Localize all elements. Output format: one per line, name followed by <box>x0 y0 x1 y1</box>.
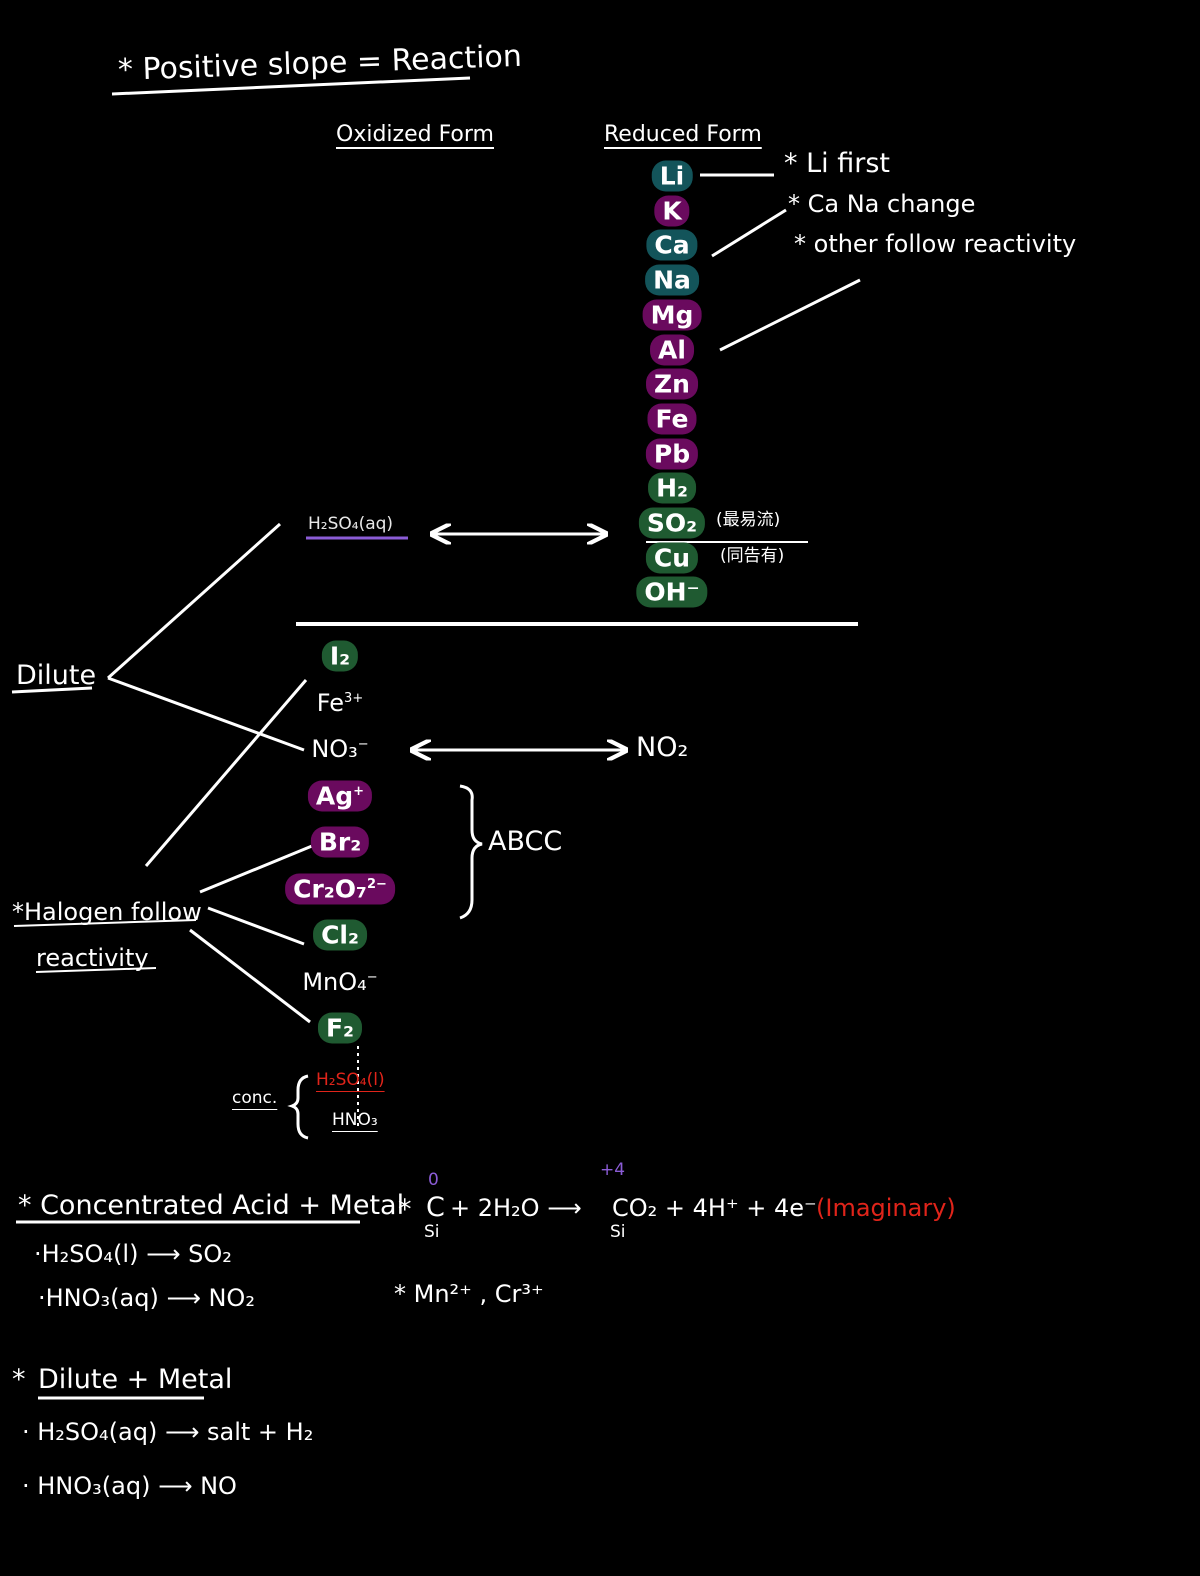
imaginary-label: (Imaginary) <box>816 1194 956 1222</box>
conc-line-h2so4: ·H₂SO₄(l) ⟶ SO₂ <box>34 1240 232 1268</box>
reduced-item-9: H₂ <box>648 472 696 504</box>
halogen-underline <box>13 919 197 927</box>
halogen-label-line2: reactivity <box>36 944 149 972</box>
oxidized-item-2: NO₃− <box>311 737 368 761</box>
halogen-line-br2 <box>199 844 313 894</box>
dilute-upper-line <box>106 522 282 680</box>
reduced-item-7: Fe <box>647 403 697 435</box>
reactivity-connector <box>719 278 861 352</box>
silicon-sub-1: Si <box>424 1222 440 1242</box>
carbon-eq-star: * <box>398 1194 412 1225</box>
reduced-form-header: Reduced Form <box>604 122 762 147</box>
h2so4-conc-label: H₂SO₄(l) <box>316 1070 385 1090</box>
carbon-eq-reactants: + 2H₂O ⟶ <box>450 1194 582 1222</box>
reduced-item-11: Cu <box>645 542 699 574</box>
oxidized-item-label: Br₂ <box>318 827 362 857</box>
silicon-sub-2: Si <box>610 1222 626 1242</box>
carbon-symbol: C <box>426 1192 445 1223</box>
note-so2: (最易流) <box>716 510 781 530</box>
oxidized-item-charge: 2− <box>366 876 387 892</box>
oxidation-state-co2: +4 <box>600 1160 626 1180</box>
halogen-line-i2 <box>144 679 308 867</box>
conc-line-hno3: ·HNO₃(aq) ⟶ NO₂ <box>38 1284 255 1312</box>
oxidized-item-8: F₂ <box>317 1012 363 1044</box>
dilute-section-star: * <box>12 1364 26 1395</box>
conc-section-title: * Concentrated Acid + Metal <box>18 1190 405 1221</box>
abcc-bracket <box>459 784 483 920</box>
dilute-lower-line <box>107 676 305 752</box>
reduced-item-0: Li <box>651 160 693 192</box>
dilute-underline <box>11 686 93 694</box>
oxidized-item-4: Br₂ <box>310 826 370 858</box>
note-other-follow-reactivity: * other follow reactivity <box>794 230 1077 258</box>
oxidized-item-charge: − <box>357 737 369 752</box>
oxidized-item-label: F₂ <box>325 1013 355 1043</box>
oxidized-item-label: Cl₂ <box>321 920 359 950</box>
halogen-line-f2 <box>189 928 311 1024</box>
ions-note: * Mn²⁺ , Cr³⁺ <box>394 1280 544 1308</box>
oxidized-item-7: MnO₄− <box>302 970 377 994</box>
dilute-label: Dilute <box>16 660 97 691</box>
oxidized-item-0: I₂ <box>321 640 359 672</box>
oxidized-item-3: Ag+ <box>307 780 373 811</box>
oxidation-state-c: 0 <box>428 1170 439 1190</box>
reduced-item-8: Pb <box>645 438 699 470</box>
ca-na-connector <box>711 208 787 258</box>
dilute-section-title: Dilute + Metal <box>38 1364 233 1395</box>
reactivity-underline <box>35 967 157 973</box>
dilute-line-hno3: · HNO₃(aq) ⟶ NO <box>22 1472 237 1500</box>
note-ca-na-change: * Ca Na change <box>788 190 976 218</box>
oxidized-item-label: NO₃ <box>311 735 358 763</box>
hno3-label: HNO₃ <box>332 1110 378 1130</box>
oxidized-item-6: Cl₂ <box>313 919 367 951</box>
reduced-item-5: Al <box>650 334 694 365</box>
reduced-item-1: K <box>654 195 690 227</box>
oxidized-item-charge: − <box>366 969 378 985</box>
no2-label: NO₂ <box>636 732 689 763</box>
halogen-line-cl2 <box>207 906 305 946</box>
conc-brace <box>287 1074 309 1140</box>
halogen-label-line1: *Halogen follow <box>12 898 202 926</box>
h2so4-dilute-label: H₂SO₄(aq) <box>308 514 394 534</box>
note-cu: (同告有) <box>720 546 785 566</box>
reduced-item-6: Zn <box>646 368 698 400</box>
oxidized-item-1: Fe3+ <box>317 691 363 715</box>
reduced-item-2: Ca <box>646 229 698 261</box>
oxidized-item-charge: 3+ <box>344 690 364 706</box>
oxidized-item-label: MnO₄ <box>302 967 367 996</box>
reduced-item-4: Mg <box>642 299 702 331</box>
conc-label: conc. <box>232 1088 278 1108</box>
oxidized-item-label: Fe <box>316 688 345 717</box>
oxidized-item-label: I₂ <box>329 641 351 671</box>
oxidized-item-label: Ag <box>315 781 354 810</box>
reduced-item-12: OH⁻ <box>636 576 708 608</box>
dilute-line-h2so4: · H₂SO₄(aq) ⟶ salt + H₂ <box>22 1418 314 1446</box>
note-li-first: * Li first <box>784 148 890 179</box>
oxidized-item-charge: + <box>353 783 365 799</box>
reduced-item-3: Na <box>645 264 699 296</box>
carbon-eq-products: CO₂ + 4H⁺ + 4e⁻ <box>612 1194 817 1222</box>
title-underline <box>111 76 471 96</box>
reduced-item-10: SO₂ <box>638 507 706 539</box>
oxidized-form-header: Oxidized Form <box>336 122 494 147</box>
oxidized-item-label: Cr₂O₇ <box>293 874 367 903</box>
abcc-label: ABCC <box>488 826 563 857</box>
oxidized-item-5: Cr₂O₇2− <box>285 873 395 904</box>
